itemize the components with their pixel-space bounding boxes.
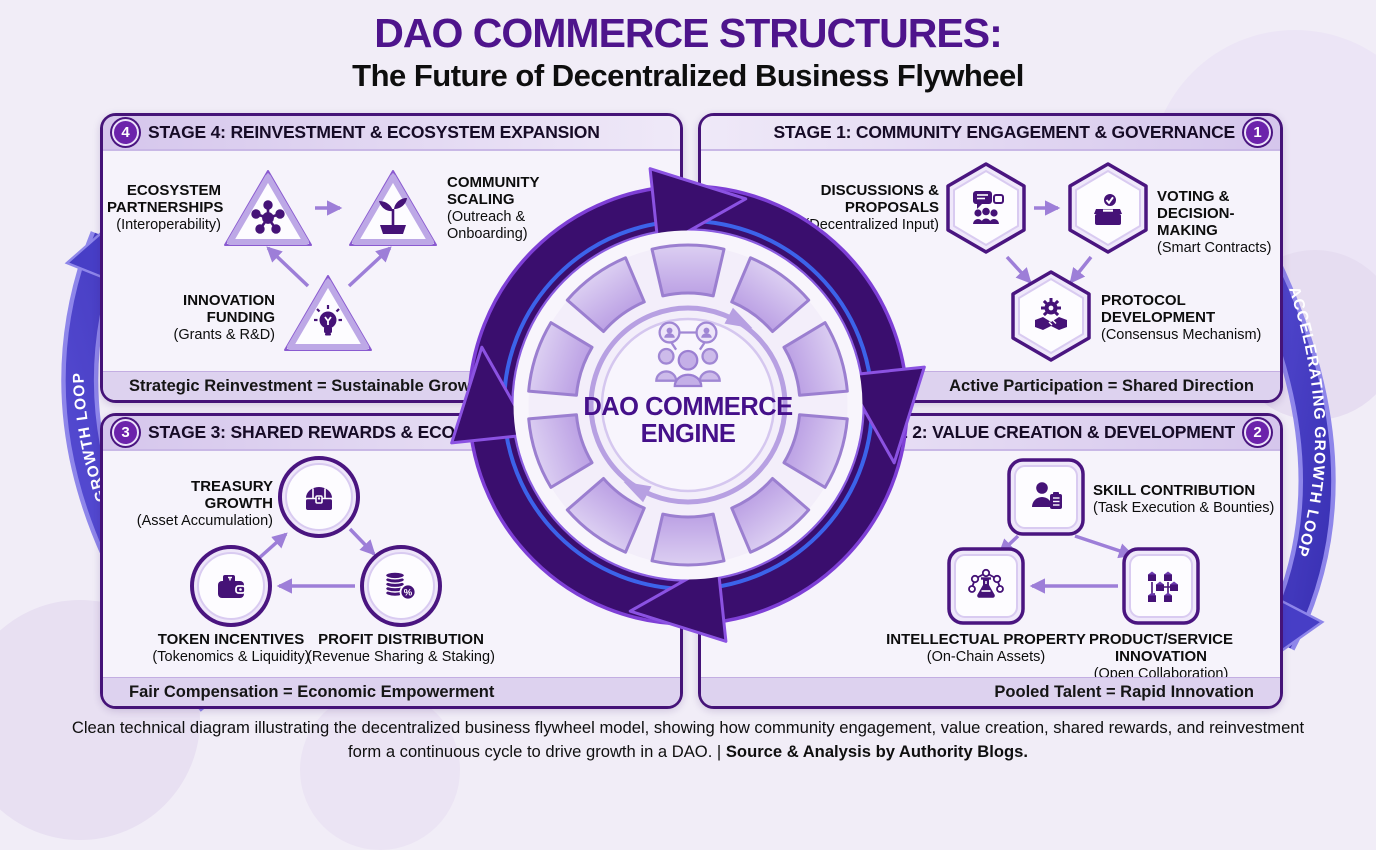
voting-decision-node [1068, 162, 1148, 254]
caption-line1: Clean technical diagram illustrating the… [71, 718, 1305, 737]
flywheel: DAO COMMERCE ENGINE [433, 150, 943, 660]
stage4-number-badge: 4 [112, 119, 139, 146]
main-title: DAO COMMERCE STRUCTURES: [374, 10, 1002, 56]
caption-source: Source & Analysis by Authority Blogs. [725, 742, 1028, 762]
stage4-header: 4 STAGE 4: REINVESTMENT & ECOSYSTEM EXPA… [103, 116, 680, 151]
treasure-chest-icon [306, 487, 332, 510]
treasury-growth-label: TREASURY GROWTH (Asset Accumulation) [136, 478, 273, 530]
token-incentives-node [190, 545, 272, 627]
stage3-footer: Fair Compensation = Economic Empowerment [103, 677, 680, 706]
intellectual-property-label: INTELLECTUAL PROPERTY (On-Chain Assets) [886, 631, 1086, 666]
product-innovation-label: PRODUCT/SERVICE INNOVATION (Open Collabo… [1089, 631, 1233, 683]
ballot-box-icon [1094, 192, 1122, 225]
treasury-growth-node [278, 456, 360, 538]
coins-percent-icon: % [384, 571, 417, 601]
lightbulb-icon [314, 305, 342, 336]
network-hub-icon [251, 200, 285, 234]
engine-hub [600, 317, 776, 493]
stage3-number-badge: 3 [112, 419, 139, 446]
svg-text:%: % [404, 587, 413, 598]
stage1-flow-arrows [1005, 200, 1093, 284]
stage1-header: 1 STAGE 1: COMMUNITY ENGAGEMENT & GOVERN… [701, 116, 1280, 151]
intellectual-property-node [947, 547, 1025, 625]
protocol-development-node [1011, 270, 1091, 362]
stage4-title: STAGE 4: REINVESTMENT & ECOSYSTEM EXPANS… [148, 122, 600, 142]
stage4-flow-arrows [266, 200, 392, 288]
page-title: DAO COMMERCE STRUCTURES: The Future of D… [0, 10, 1376, 94]
community-group-icon [655, 321, 721, 388]
engine-label: DAO COMMERCE ENGINE [433, 393, 943, 449]
profit-distribution-node: % [360, 545, 442, 627]
linked-cubes-icon [1148, 571, 1178, 602]
discussions-proposals-label: DISCUSSIONS & PROPOSALS (Decentralized I… [804, 182, 939, 234]
sprout-icon [379, 198, 407, 234]
engine-label-line1: DAO COMMERCE [583, 393, 793, 421]
ecosystem-partnerships-label: ECOSYSTEM PARTNERSHIPS (Interoperability… [107, 182, 224, 234]
stage2-title: STAGE 2: VALUE CREATION & DEVELOPMENT [849, 422, 1236, 442]
rotation-band [440, 157, 936, 653]
stage2-number-badge: 2 [1244, 419, 1271, 446]
wallet-icon [218, 575, 246, 598]
profit-distribution-label: PROFIT DISTRIBUTION (Revenue Sharing & S… [307, 631, 495, 666]
discussions-proposals-node [946, 162, 1026, 254]
community-scaling-label: COMMUNITY SCALING (Outreach & Onboarding… [447, 174, 540, 242]
stage3-flow-arrows [256, 527, 376, 594]
skill-contribution-node [1007, 458, 1085, 536]
protocol-development-label: PROTOCOL DEVELOPMENT (Consensus Mechanis… [1101, 292, 1262, 344]
ecosystem-partnerships-node [224, 170, 312, 246]
engine-label-line2: ENGINE [640, 420, 736, 449]
person-clipboard-icon [1032, 482, 1062, 509]
inner-cycle-arrow [588, 305, 788, 505]
flask-molecule-icon [968, 568, 1004, 598]
caption-line2: form a continuous cycle to drive growth … [348, 742, 1028, 762]
innovation-funding-label: INNOVATION FUNDING (Grants & R&D) [173, 292, 275, 344]
innovation-funding-node [284, 275, 372, 351]
subtitle: The Future of Decentralized Business Fly… [352, 58, 1024, 94]
community-scaling-node [349, 170, 437, 246]
skill-contribution-label: SKILL CONTRIBUTION (Task Execution & Bou… [1093, 482, 1275, 517]
voting-decision-label: VOTING & DECISION-MAKING (Smart Contract… [1157, 188, 1272, 257]
gear-handshake-icon [1035, 298, 1067, 330]
stage1-number-badge: 1 [1244, 119, 1271, 146]
stage2-footer: Pooled Talent = Rapid Innovation [701, 677, 1280, 706]
stage1-title: STAGE 1: COMMUNITY ENGAGEMENT & GOVERNAN… [773, 122, 1235, 142]
token-incentives-label: TOKEN INCENTIVES (Tokenomics & Liquidity… [152, 631, 310, 666]
stage3-title: STAGE 3: SHARED REWARDS & ECONOMY [148, 422, 507, 442]
flywheel-graphic [440, 157, 936, 653]
caption: Clean technical diagram illustrating the… [0, 716, 1376, 764]
chat-people-icon [973, 191, 1004, 224]
product-innovation-node [1122, 547, 1200, 625]
